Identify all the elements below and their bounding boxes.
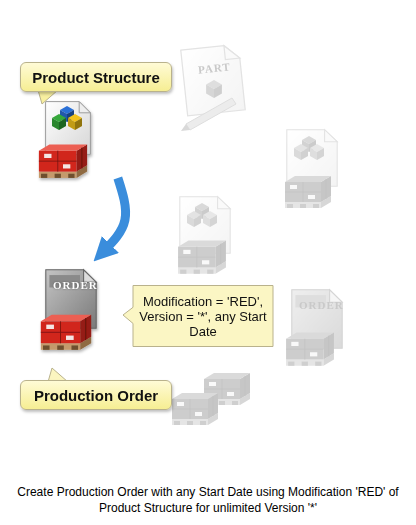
- product-structure-icon: [39, 102, 90, 178]
- document-label: ORDER: [299, 299, 344, 311]
- note-shape: [123, 286, 273, 347]
- product-structure-group: Product Structure: [18, 60, 174, 178]
- faded-icons: [172, 44, 342, 425]
- callout-label: Production Order: [20, 380, 172, 410]
- note-text: Modification = 'RED', Version = '*', any…: [134, 285, 272, 347]
- pencil-tip: [181, 124, 190, 131]
- caption: Create Production Order with any Start D…: [4, 484, 412, 516]
- flow-arrow: [103, 178, 126, 252]
- part-document: [181, 44, 245, 131]
- structure-icon: [285, 130, 337, 208]
- callout-label: Product Structure: [20, 62, 172, 92]
- document-label: ORDER: [53, 279, 98, 291]
- pallet-stack: [172, 373, 250, 425]
- pencil: [186, 98, 236, 130]
- callout-tail: [38, 90, 58, 104]
- structure-icon: [178, 197, 230, 274]
- note-box: Modification = 'RED', Version = '*', any…: [122, 285, 274, 347]
